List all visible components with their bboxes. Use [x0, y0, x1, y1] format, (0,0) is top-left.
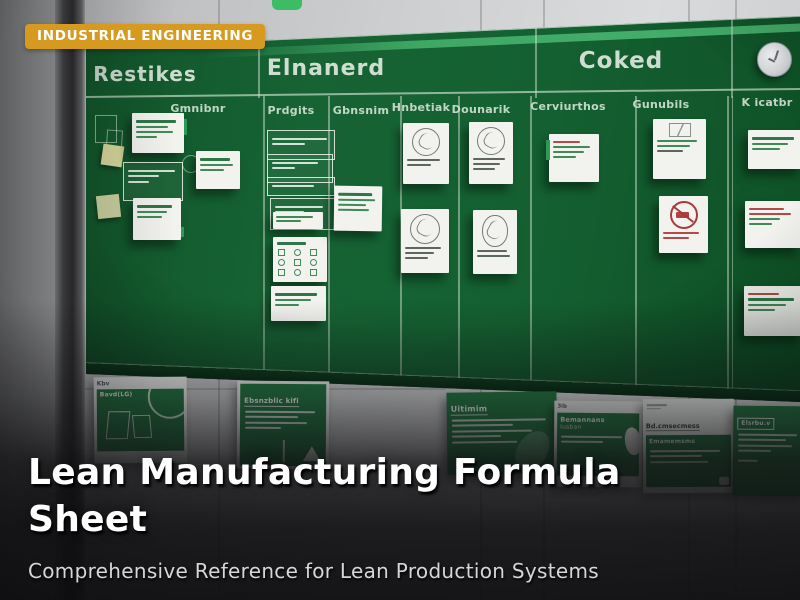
page-title: Lean Manufacturing Formula Sheet	[28, 449, 621, 543]
page-title-line2: Sheet	[28, 499, 148, 540]
category-badge-label: INDUSTRIAL ENGINEERING	[37, 28, 254, 44]
category-badge: INDUSTRIAL ENGINEERING	[25, 24, 266, 49]
page-title-line1: Lean Manufacturing Formula	[28, 452, 621, 493]
page-subtitle: Comprehensive Reference for Lean Product…	[28, 559, 599, 583]
